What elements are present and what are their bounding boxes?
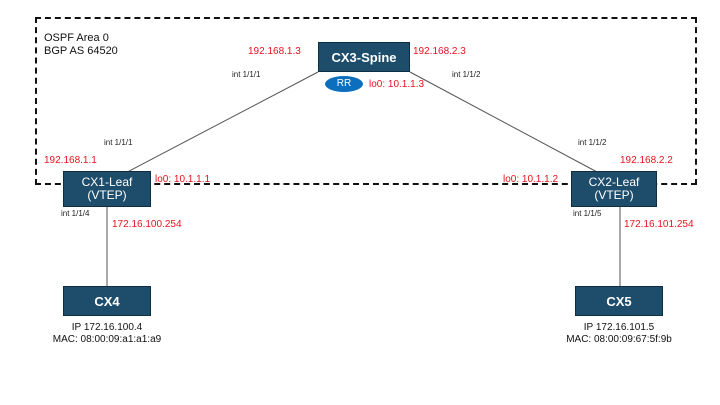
leaf2-port-up: int 1/1/2 (578, 138, 607, 147)
leaf1-ip: 192.168.1.1 (44, 155, 97, 166)
link-spine-leaf2 (409, 71, 613, 181)
spine-port-right: int 1/1/2 (452, 70, 481, 79)
spine-name: CX3-Spine (331, 49, 397, 65)
leaf2-loopback: lo0: 10.1.1.2 (503, 174, 559, 185)
cx4-mac: MAC: 08:00:09:a1:a1:a9 (52, 334, 162, 345)
leaf2-host-gateway: 172.16.101.254 (624, 219, 694, 230)
ospf-area-label: OSPF Area 0 (44, 32, 109, 44)
leaf1-name: CX1-Leaf (81, 175, 133, 189)
cx4-name: CX4 (94, 293, 120, 309)
cx5-mac: MAC: 08:00:09:67:5f:9b (566, 334, 672, 345)
leaf1-role: (VTEP) (87, 188, 127, 202)
route-reflector-badge: RR (325, 76, 363, 92)
leaf1-port-up: int 1/1/1 (104, 138, 133, 147)
ospf-area-boundary (35, 17, 697, 185)
leaf2-name: CX2-Leaf (588, 175, 640, 189)
cx4-ip: IP 172.16.100.4 (71, 322, 143, 333)
leaf2-port-down: int 1/1/5 (573, 209, 602, 218)
cx5-info: IP 172.16.101.5 MAC: 08:00:09:67:5f:9b (539, 322, 699, 346)
spine-port-left: int 1/1/1 (232, 70, 261, 79)
leaf2-ip: 192.168.2.2 (620, 155, 673, 166)
leaf1-node[interactable]: CX1-Leaf (VTEP) (63, 171, 151, 207)
cx4-info: IP 172.16.100.4 MAC: 08:00:09:a1:a1:a9 (27, 322, 187, 346)
cx5-name: CX5 (606, 293, 632, 309)
cx5-ip: IP 172.16.101.5 (583, 322, 655, 333)
spine-loopback: lo0: 10.1.1.3 (369, 79, 425, 90)
rr-label: RR (336, 78, 352, 89)
cx5-node[interactable]: CX5 (575, 286, 663, 316)
spine-ip-left: 192.168.1.3 (248, 46, 301, 57)
leaf1-loopback: lo0: 10.1.1.1 (155, 174, 211, 185)
cx4-node[interactable]: CX4 (63, 286, 151, 316)
leaf2-role: (VTEP) (594, 188, 634, 202)
leaf1-port-down: int 1/1/4 (61, 209, 90, 218)
spine-ip-right: 192.168.2.3 (413, 46, 466, 57)
bgp-as-label: BGP AS 64520 (44, 45, 118, 57)
leaf1-host-gateway: 172.16.100.254 (112, 219, 182, 230)
link-spine-leaf1 (111, 71, 319, 181)
area-label: OSPF Area 0 BGP AS 64520 (44, 32, 118, 58)
spine-node[interactable]: CX3-Spine (318, 42, 410, 72)
leaf2-node[interactable]: CX2-Leaf (VTEP) (571, 171, 657, 207)
